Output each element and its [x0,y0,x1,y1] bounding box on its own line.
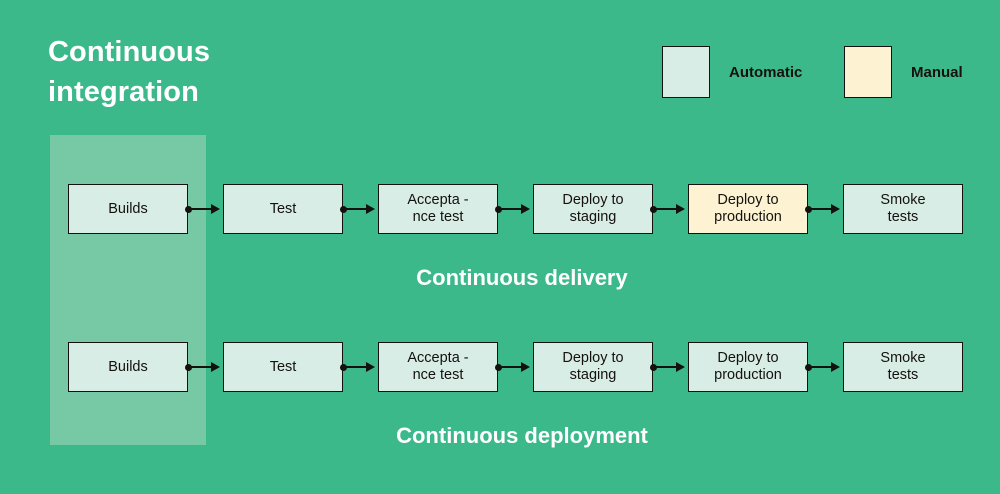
pipeline-node-acceptance-test-row1[interactable]: Accepta - nce test [378,184,498,234]
connector-row1-2 [340,203,375,215]
pipeline-node-builds-row1[interactable]: Builds [68,184,188,234]
connector-row1-4 [650,203,685,215]
legend-label-manual: Manual [911,63,963,81]
section-title-continuous-deployment: Continuous deployment [396,423,648,448]
pipeline-node-smoke-tests-row1[interactable]: Smoke tests [843,184,963,234]
pipeline-node-builds-row2[interactable]: Builds [68,342,188,392]
connector-row1-5 [805,203,840,215]
legend-swatch-manual-icon [844,46,892,98]
legend-item-automatic: Automatic [662,46,802,98]
legend-swatch-automatic-icon [662,46,710,98]
legend-item-manual: Manual [844,46,963,98]
pipeline-node-test-row1[interactable]: Test [223,184,343,234]
pipeline-node-deploy-to-production-row1[interactable]: Deploy to production [688,184,808,234]
connector-row2-2 [340,361,375,373]
section-title-continuous-delivery: Continuous delivery [416,265,628,290]
connector-row2-3 [495,361,530,373]
pipeline-node-acceptance-test-row2[interactable]: Accepta - nce test [378,342,498,392]
page-title: Continuous integration [48,36,211,108]
pipeline-node-deploy-to-production-row2[interactable]: Deploy to production [688,342,808,392]
pipeline-node-deploy-to-staging-row1[interactable]: Deploy to staging [533,184,653,234]
pipeline-node-test-row2[interactable]: Test [223,342,343,392]
legend-label-automatic: Automatic [729,63,803,81]
connector-row1-3 [495,203,530,215]
pipeline-node-deploy-to-staging-row2[interactable]: Deploy to staging [533,342,653,392]
pipeline-node-smoke-tests-row2[interactable]: Smoke tests [843,342,963,392]
connector-row2-4 [650,361,685,373]
connector-row2-5 [805,361,840,373]
